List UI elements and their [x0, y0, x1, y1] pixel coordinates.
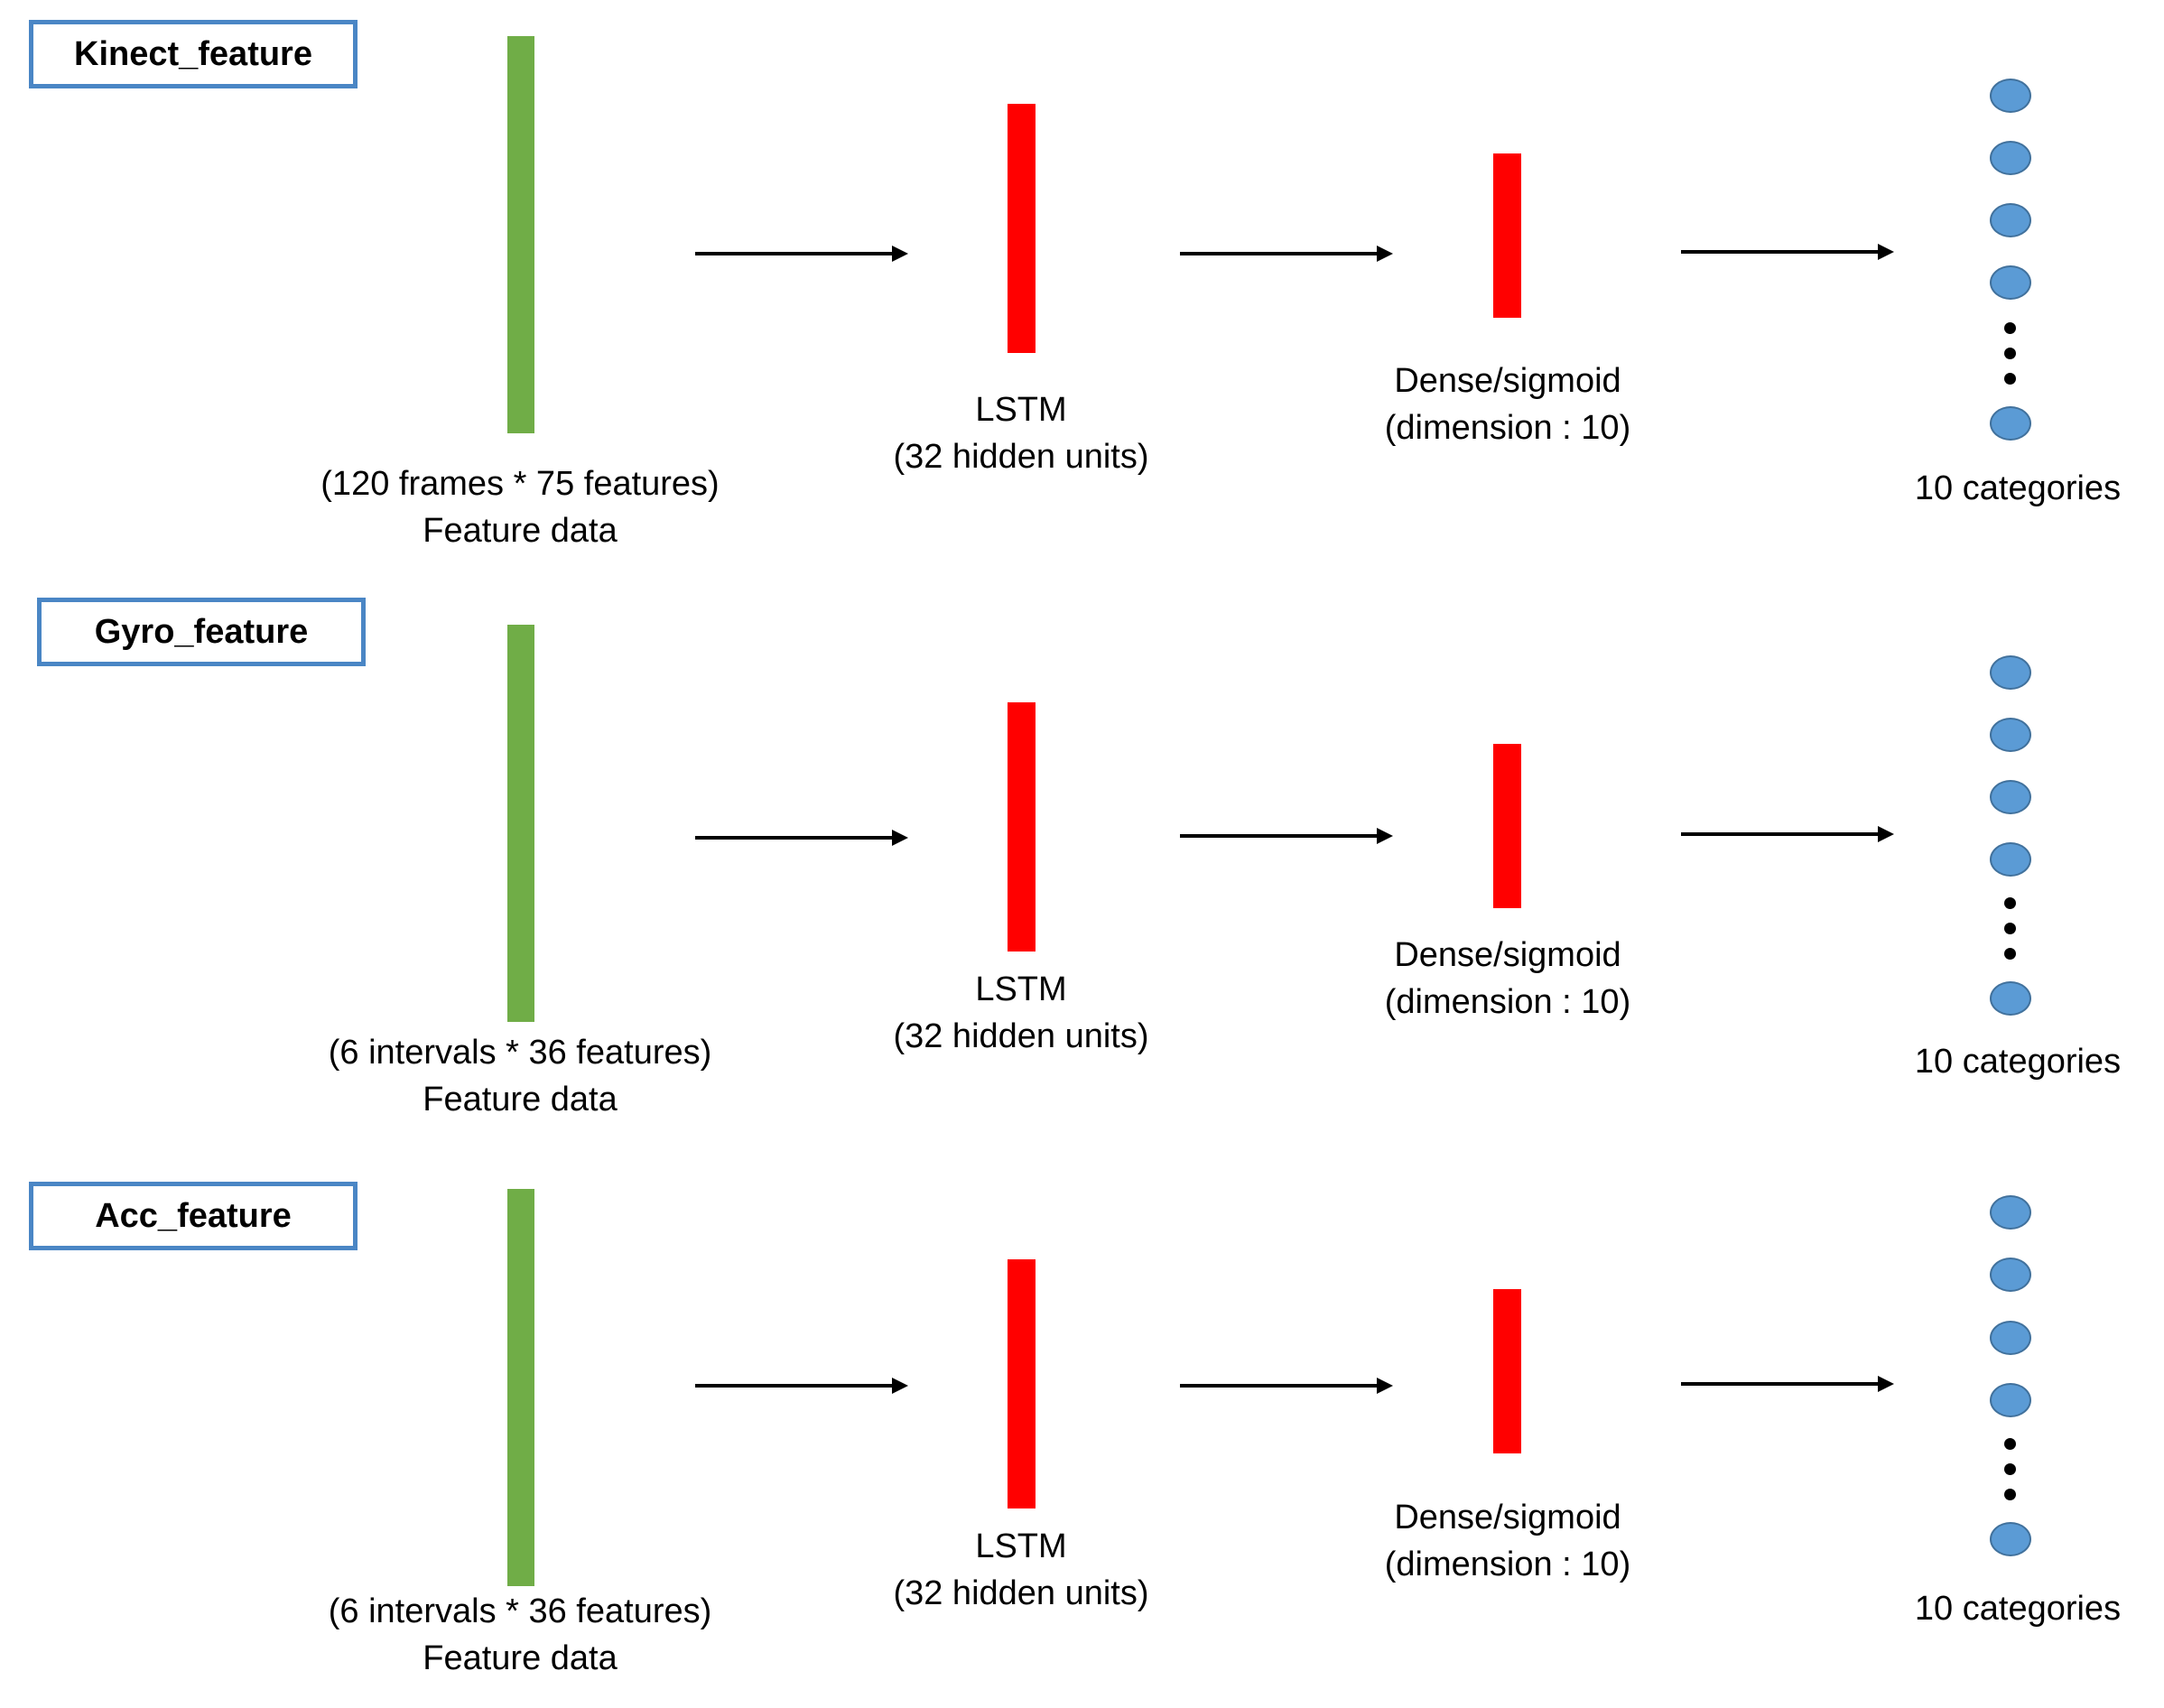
arrow-icon	[1180, 1378, 1393, 1394]
lstm-label: LSTM (32 hidden units)	[841, 386, 1202, 480]
dense-detail-text: (dimension : 10)	[1384, 983, 1631, 1021]
output-node	[1990, 1321, 2031, 1355]
output-node	[1990, 981, 2031, 1016]
pipeline-row-kinect: Kinect_feature (120 frames * 75 features…	[0, 0, 2164, 569]
dense-label: Dense/sigmoid (dimension : 10)	[1318, 932, 1697, 1026]
output-node	[1990, 1195, 2031, 1230]
output-label: 10 categories	[1914, 1590, 2122, 1628]
ellipsis-dot	[2004, 1438, 2016, 1450]
ellipsis-dot	[2004, 373, 2016, 385]
arrow-icon	[695, 246, 908, 262]
dense-detail-text: (dimension : 10)	[1384, 1546, 1631, 1583]
output-node	[1990, 406, 2031, 441]
lstm-detail-text: (32 hidden units)	[893, 1574, 1149, 1612]
lstm-detail-text: (32 hidden units)	[893, 1017, 1149, 1055]
lstm-label: LSTM (32 hidden units)	[841, 1523, 1202, 1617]
lstm-name-text: LSTM	[975, 970, 1067, 1008]
dense-detail-text: (dimension : 10)	[1384, 409, 1631, 447]
output-node	[1990, 1258, 2031, 1292]
pipeline-row-acc: Acc_feature (6 intervals * 36 features) …	[0, 1139, 2164, 1708]
dense-layer-bar	[1493, 1289, 1521, 1453]
ellipsis-dot	[2004, 897, 2016, 909]
dense-layer-bar	[1493, 153, 1521, 318]
pipeline-row-gyro: Gyro_feature (6 intervals * 36 features)…	[0, 578, 2164, 1146]
arrow-icon	[1681, 244, 1894, 260]
feature-label: (6 intervals * 36 features) Feature data	[249, 1588, 791, 1682]
output-node	[1990, 265, 2031, 300]
dense-label: Dense/sigmoid (dimension : 10)	[1318, 357, 1697, 451]
lstm-layer-bar	[1008, 1259, 1036, 1508]
ellipsis-dot	[2004, 923, 2016, 934]
input-feature-bar	[507, 625, 534, 1022]
row-tag: Gyro_feature	[37, 598, 366, 666]
input-feature-bar	[507, 36, 534, 433]
output-node	[1990, 1522, 2031, 1556]
dense-name-text: Dense/sigmoid	[1394, 362, 1621, 400]
feature-caption-text: Feature data	[423, 1081, 618, 1119]
dense-label: Dense/sigmoid (dimension : 10)	[1318, 1494, 1697, 1588]
row-tag: Kinect_feature	[29, 20, 358, 88]
arrow-icon	[695, 830, 908, 846]
lstm-layer-bar	[1008, 104, 1036, 353]
feature-label: (120 frames * 75 features) Feature data	[249, 460, 791, 554]
feature-caption-text: Feature data	[423, 1639, 618, 1677]
ellipsis-dot	[2004, 1489, 2016, 1500]
arrow-icon	[1180, 246, 1393, 262]
feature-shape-text: (120 frames * 75 features)	[320, 465, 720, 503]
lstm-name-text: LSTM	[975, 1527, 1067, 1565]
output-label: 10 categories	[1914, 469, 2122, 507]
lstm-name-text: LSTM	[975, 391, 1067, 429]
feature-caption-text: Feature data	[423, 512, 618, 550]
output-node	[1990, 1383, 2031, 1417]
feature-shape-text: (6 intervals * 36 features)	[328, 1592, 712, 1630]
ellipsis-dot	[2004, 948, 2016, 960]
ellipsis-dot	[2004, 322, 2016, 334]
dense-layer-bar	[1493, 744, 1521, 908]
arrow-icon	[1681, 1376, 1894, 1392]
output-node	[1990, 203, 2031, 237]
feature-label: (6 intervals * 36 features) Feature data	[249, 1029, 791, 1123]
output-node	[1990, 780, 2031, 814]
output-node	[1990, 842, 2031, 877]
arrow-icon	[1180, 828, 1393, 844]
output-node	[1990, 718, 2031, 752]
ellipsis-dot	[2004, 1463, 2016, 1475]
output-label: 10 categories	[1914, 1043, 2122, 1081]
arrow-icon	[1681, 826, 1894, 842]
output-node	[1990, 655, 2031, 690]
row-tag: Acc_feature	[29, 1182, 358, 1250]
arrow-icon	[695, 1378, 908, 1394]
lstm-layer-bar	[1008, 702, 1036, 951]
input-feature-bar	[507, 1189, 534, 1586]
dense-name-text: Dense/sigmoid	[1394, 936, 1621, 974]
ellipsis-dot	[2004, 348, 2016, 359]
lstm-detail-text: (32 hidden units)	[893, 438, 1149, 476]
output-node	[1990, 79, 2031, 113]
feature-shape-text: (6 intervals * 36 features)	[328, 1034, 712, 1072]
lstm-label: LSTM (32 hidden units)	[841, 966, 1202, 1060]
dense-name-text: Dense/sigmoid	[1394, 1499, 1621, 1536]
output-node	[1990, 141, 2031, 175]
